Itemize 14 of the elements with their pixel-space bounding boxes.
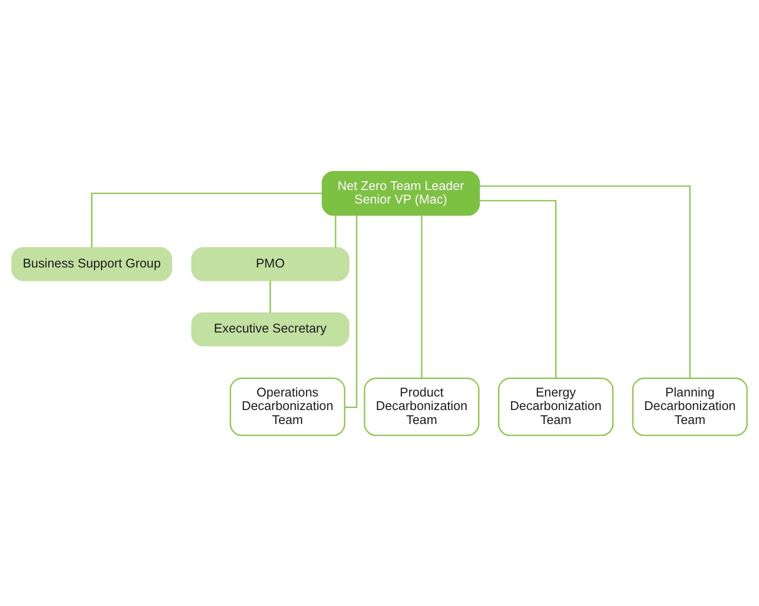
connector xyxy=(270,280,271,312)
connector xyxy=(479,184,691,378)
node-box: Energy Decarbonization Team xyxy=(498,377,614,436)
connector xyxy=(420,214,422,378)
connector xyxy=(479,199,556,378)
node-box: Operations Decarbonization Team xyxy=(230,377,346,436)
node-box: Product Decarbonization Team xyxy=(364,377,480,436)
connector xyxy=(91,192,322,248)
connector xyxy=(334,214,336,247)
node-box: Business Support Group xyxy=(11,246,172,281)
node-box: Executive Secretary xyxy=(191,312,350,346)
node-box: PMO xyxy=(191,246,350,281)
node-box: Net Zero Team Leader Senior VP (Mac) xyxy=(322,170,480,216)
node-box: Planning Decarbonization Team xyxy=(632,377,748,436)
